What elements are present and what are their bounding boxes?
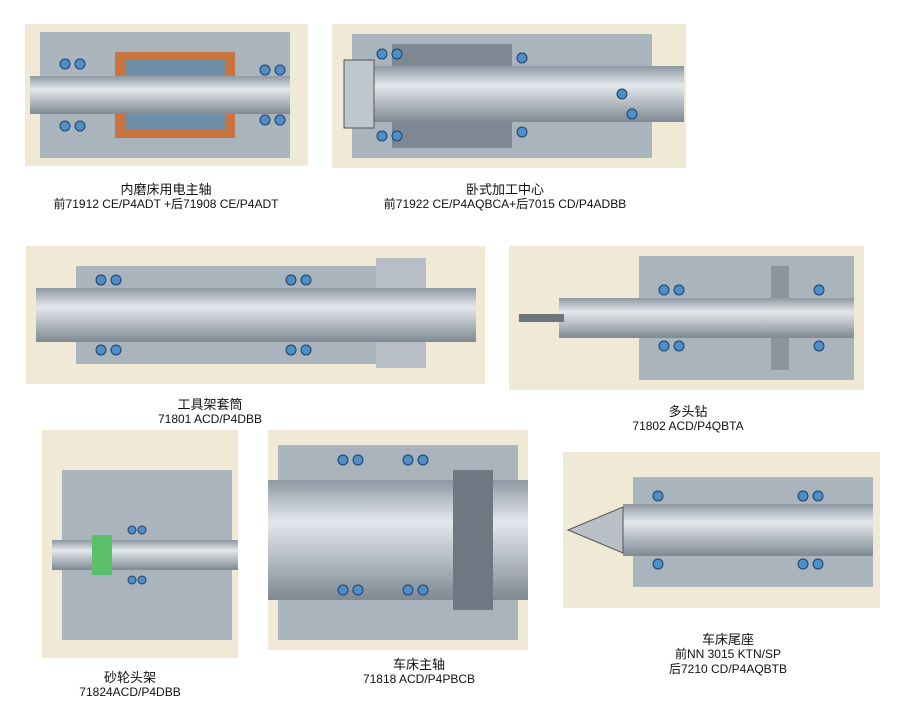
caption-horizontal-machining-center: 卧式加工中心前71922 CE/P4AQBCA+后7015 CD/P4ADBB (384, 182, 626, 212)
caption-bearing-rear: 后7210 CD/P4AQBTB (668, 662, 788, 676)
caption-bearing: 前71922 CE/P4AQBCA+后7015 CD/P4ADBB (383, 197, 627, 211)
lathe-tailstock-drawing (563, 452, 880, 608)
caption-bearing: 71802 ACD/P4QBTA (632, 419, 744, 433)
caption-title: 砂轮头架 (103, 670, 157, 685)
caption-title: 车床主轴 (392, 657, 446, 672)
grinding-wheel-head-drawing (42, 430, 238, 658)
caption-bearing: 71818 ACD/P4PBCB (362, 672, 476, 686)
multi-spindle-drill-drawing (509, 246, 864, 390)
caption-title: 工具架套筒 (177, 397, 243, 412)
caption-title: 多头钻 (668, 404, 708, 419)
caption-bearing: 71824ACD/P4DBB (79, 685, 181, 699)
caption-bearing: 前71912 CE/P4ADT +后71908 CE/P4ADT (53, 197, 279, 211)
caption-internal-grinder: 内磨床用电主轴前71912 CE/P4ADT +后71908 CE/P4ADT (54, 182, 279, 212)
caption-title: 内磨床用电主轴 (120, 182, 212, 197)
horizontal-machining-center-drawing (332, 24, 686, 168)
internal-grinder-spindle-drawing (25, 24, 308, 166)
caption-title: 车床尾座 (701, 632, 754, 647)
caption-title: 卧式加工中心 (465, 182, 544, 197)
tool-holder-sleeve-drawing (26, 246, 485, 384)
caption-bearing: 71801 ACD/P4DBB (157, 412, 263, 426)
caption-bearing-front: 前NN 3015 KTN/SP (674, 647, 782, 661)
lathe-spindle-drawing (268, 430, 528, 650)
